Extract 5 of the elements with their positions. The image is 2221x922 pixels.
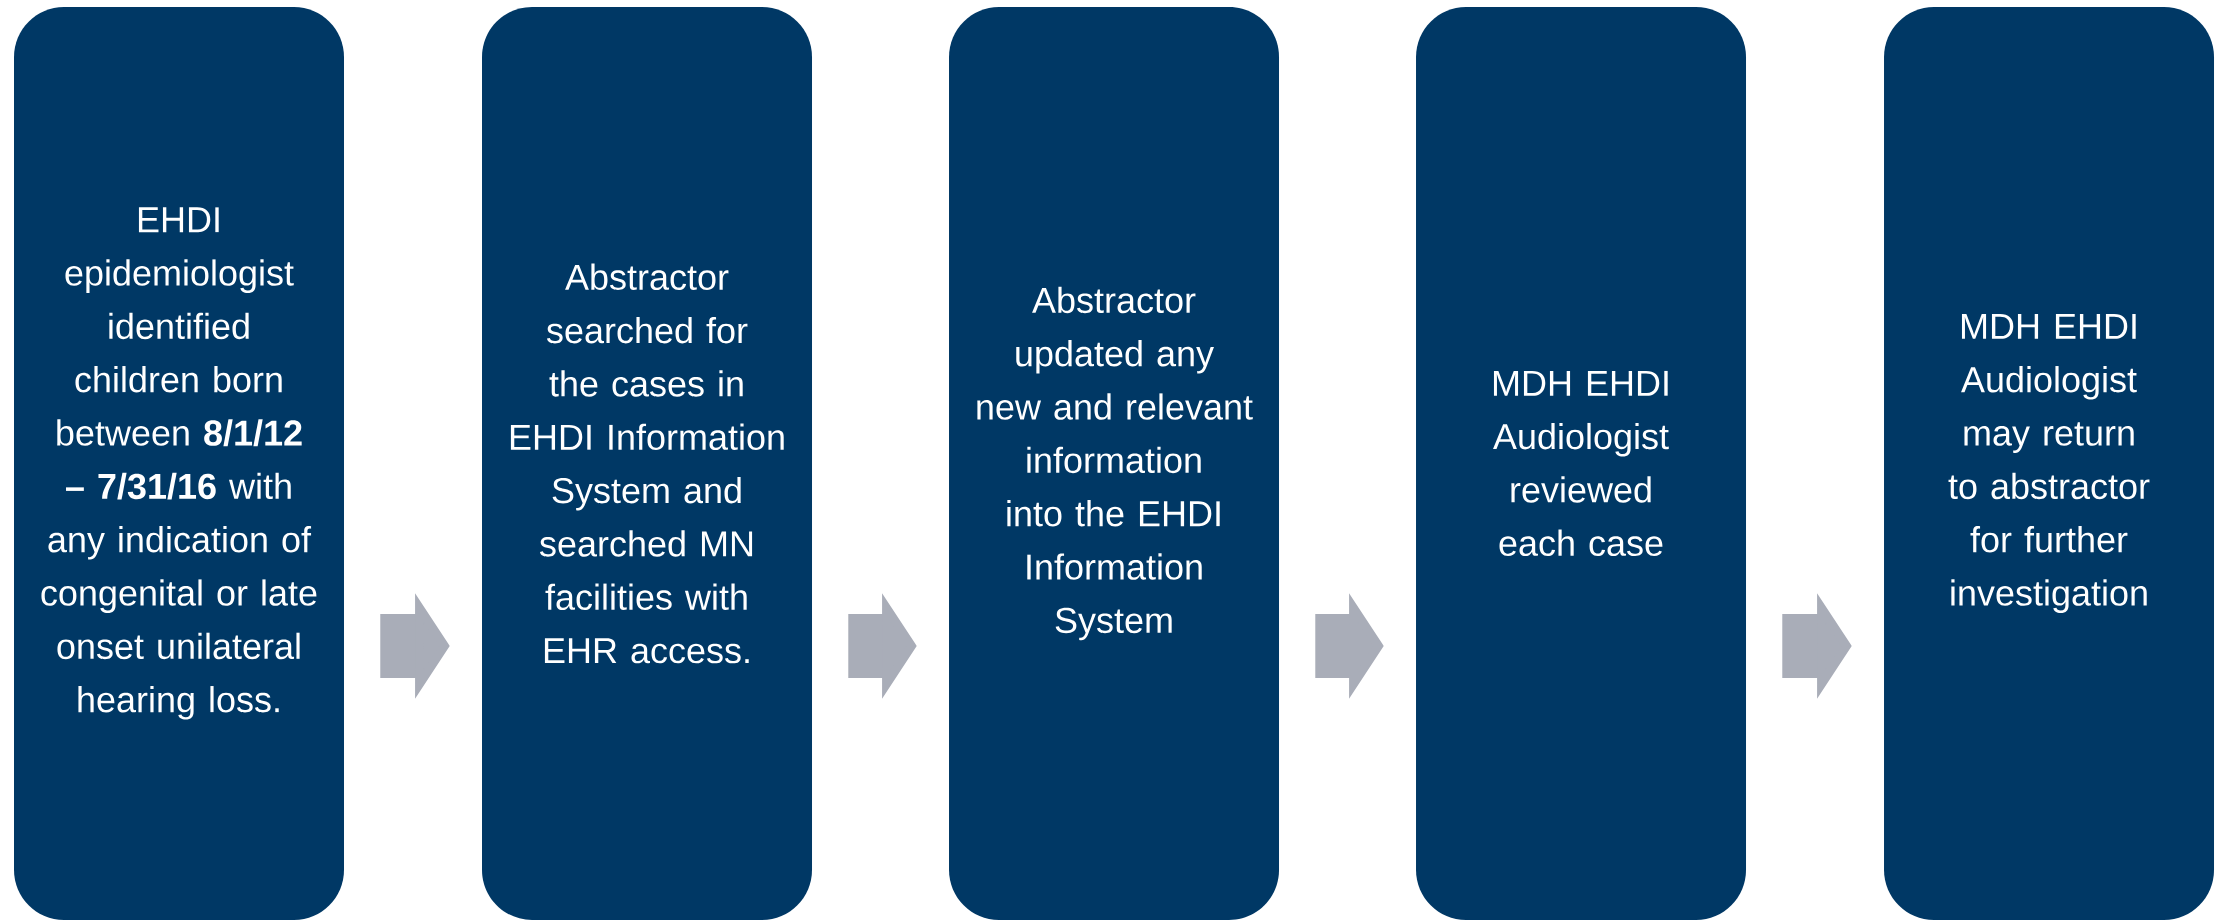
process-box: MDH EHDI Audiologist may return to abstractor for further investigation	[1884, 7, 2214, 920]
process-box: EHDI epidemiologist identified children born between 8/1/12 – 7/31/16 with any indication of congenital or late onset unilateral hearing loss.	[14, 7, 344, 920]
process-box: Abstractor searched for the cases in EHDI Information System and searched MN facilities with EHR access.	[482, 7, 812, 920]
process-box: Abstractor updated any new and relevant information into the EHDI Information System	[949, 7, 1279, 920]
process-box: MDH EHDI Audiologist reviewed each case	[1416, 7, 1746, 920]
